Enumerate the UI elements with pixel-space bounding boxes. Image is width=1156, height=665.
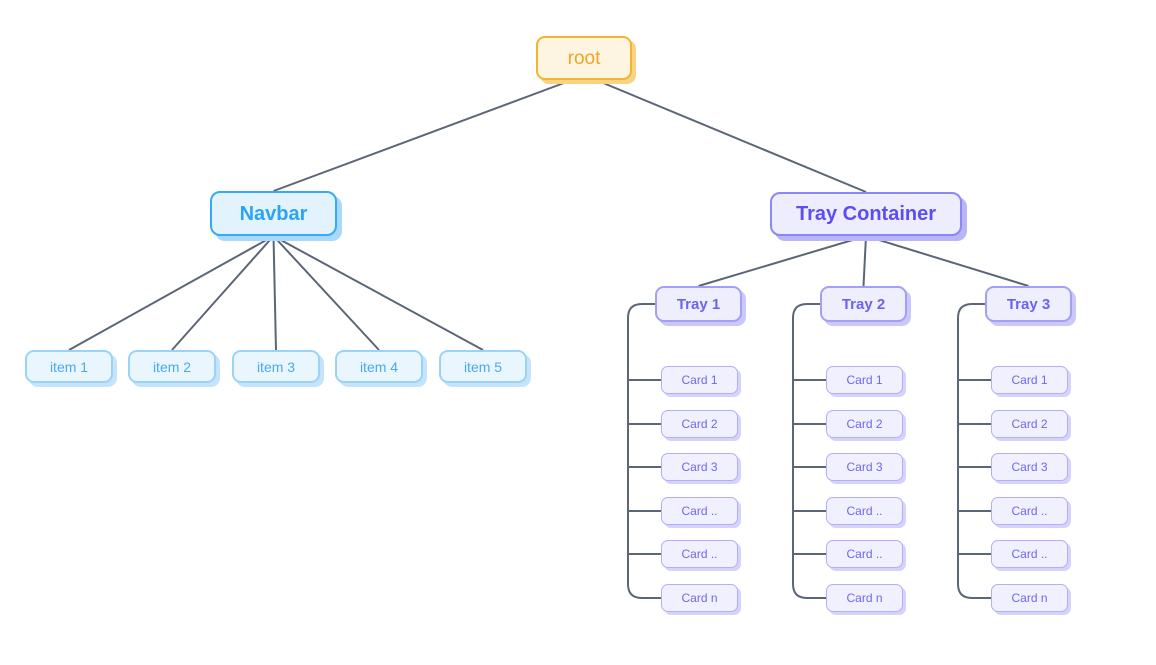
node-tray-1-card-5-label: Card ..	[681, 547, 718, 561]
edge-navbar-item-1	[68, 235, 274, 351]
node-tray-1[interactable]: Tray 1	[655, 286, 742, 322]
node-tray-2-label: Tray 2	[841, 295, 886, 313]
node-navbar-item-1-label: item 1	[49, 358, 89, 375]
node-tray-2-card-3[interactable]: Card 3	[826, 453, 903, 481]
node-tray-3-card-4-label: Card ..	[1011, 504, 1048, 518]
node-tray-3-card-2-label: Card 2	[1011, 417, 1048, 431]
node-tray-3-card-3-label: Card 3	[1011, 460, 1048, 474]
node-tray-2-card-4-label: Card ..	[846, 504, 883, 518]
node-tray-2[interactable]: Tray 2	[820, 286, 907, 322]
node-root-label: root	[567, 47, 601, 69]
node-tray-2-card-2-label: Card 2	[846, 417, 883, 431]
node-tray-3-card-5-label: Card ..	[1011, 547, 1048, 561]
node-navbar-item-4[interactable]: item 4	[335, 350, 423, 383]
node-tray-2-card-5[interactable]: Card ..	[826, 540, 903, 568]
node-tray-1-card-3[interactable]: Card 3	[661, 453, 738, 481]
node-tray-1-card-2-label: Card 2	[681, 417, 718, 431]
node-tray-1-card-6-label: Card n	[681, 591, 718, 605]
edge-tray-1-trunk	[627, 303, 661, 599]
node-tray-3-card-5[interactable]: Card ..	[991, 540, 1068, 568]
node-tray-3-card-6-label: Card n	[1011, 591, 1048, 605]
node-navbar-item-3-label: item 3	[256, 358, 296, 375]
node-tray-2-card-2[interactable]: Card 2	[826, 410, 903, 438]
edge-tray-container-tray-3	[865, 235, 1029, 287]
node-navbar-item-1[interactable]: item 1	[25, 350, 113, 383]
node-tray-2-card-3-label: Card 3	[846, 460, 883, 474]
edge-tray-container-tray-1	[698, 235, 867, 287]
node-tray-1-card-1-label: Card 1	[681, 373, 718, 387]
node-navbar-item-2-label: item 2	[152, 358, 192, 375]
node-tray-1-card-1[interactable]: Card 1	[661, 366, 738, 394]
node-tray-1-card-5[interactable]: Card ..	[661, 540, 738, 568]
node-tray-3-label: Tray 3	[1006, 295, 1051, 313]
node-tray-1-card-2[interactable]: Card 2	[661, 410, 738, 438]
node-tray-3-card-1-label: Card 1	[1011, 373, 1048, 387]
edge-navbar-item-4	[272, 235, 380, 351]
node-tray-container-label: Tray Container	[795, 203, 937, 225]
node-navbar-item-4-label: item 4	[359, 358, 399, 375]
node-navbar-item-5-label: item 5	[463, 358, 503, 375]
edge-navbar-item-3	[272, 235, 277, 351]
edge-navbar-item-2	[171, 235, 275, 351]
edge-root-navbar	[273, 79, 573, 192]
node-tray-2-card-4[interactable]: Card ..	[826, 497, 903, 525]
node-tray-2-card-1[interactable]: Card 1	[826, 366, 903, 394]
node-navbar-label: Navbar	[239, 202, 308, 225]
node-tray-1-card-6[interactable]: Card n	[661, 584, 738, 612]
node-root[interactable]: root	[536, 36, 632, 80]
edge-tray-2-trunk	[792, 303, 826, 599]
node-tray-3[interactable]: Tray 3	[985, 286, 1072, 322]
node-tray-3-card-4[interactable]: Card ..	[991, 497, 1068, 525]
node-tray-1-label: Tray 1	[676, 295, 721, 313]
node-tray-3-card-1[interactable]: Card 1	[991, 366, 1068, 394]
node-tray-3-card-2[interactable]: Card 2	[991, 410, 1068, 438]
edge-tray-container-tray-2	[862, 235, 867, 287]
node-tray-2-card-1-label: Card 1	[846, 373, 883, 387]
node-tray-container[interactable]: Tray Container	[770, 192, 962, 236]
node-tray-3-card-3[interactable]: Card 3	[991, 453, 1068, 481]
node-tray-2-card-6[interactable]: Card n	[826, 584, 903, 612]
node-navbar-item-3[interactable]: item 3	[232, 350, 320, 383]
edge-tray-3-trunk	[957, 303, 991, 599]
node-tray-1-card-4-label: Card ..	[681, 504, 718, 518]
node-tray-2-card-5-label: Card ..	[846, 547, 883, 561]
node-tray-2-card-6-label: Card n	[846, 591, 883, 605]
node-tray-1-card-3-label: Card 3	[681, 460, 718, 474]
node-tray-1-card-4[interactable]: Card ..	[661, 497, 738, 525]
node-navbar-item-5[interactable]: item 5	[439, 350, 527, 383]
node-navbar[interactable]: Navbar	[210, 191, 337, 236]
edge-root-tray-container	[595, 79, 867, 193]
edge-navbar-item-5	[273, 235, 484, 351]
node-tray-3-card-6[interactable]: Card n	[991, 584, 1068, 612]
node-navbar-item-2[interactable]: item 2	[128, 350, 216, 383]
